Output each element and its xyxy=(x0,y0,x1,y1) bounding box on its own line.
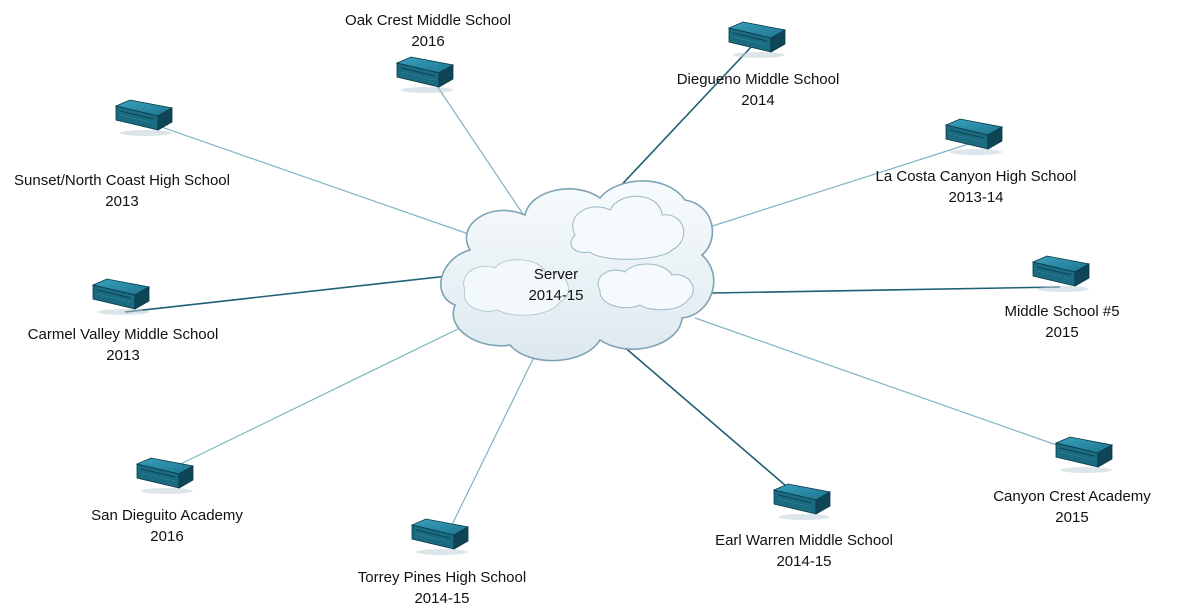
server-device-icon-sunset-north-coast xyxy=(115,99,173,137)
site-year: 2014 xyxy=(741,92,775,109)
site-label-middle-school-5: Middle School #5 2015 xyxy=(1004,301,1119,343)
link-la-costa-canyon xyxy=(699,141,976,231)
server-device-icon-torrey-pines xyxy=(411,518,469,556)
site-year: 2013-14 xyxy=(948,189,1004,206)
link-earl-warren xyxy=(621,344,801,499)
server-device-icon-canyon-crest xyxy=(1055,436,1113,474)
site-name: Diegueno Middle School xyxy=(676,71,840,88)
site-label-san-dieguito: San Dieguito Academy 2016 xyxy=(91,505,243,547)
site-name: San Dieguito Academy xyxy=(91,507,243,524)
site-label-diegueno: Diegueno Middle School 2014 xyxy=(677,69,840,111)
server-year: 2014-15 xyxy=(528,287,584,304)
server-device-icon-oak-crest xyxy=(396,56,454,94)
site-name: Canyon Crest Academy xyxy=(993,488,1151,505)
site-year: 2016 xyxy=(411,33,445,50)
server-device-icon-la-costa-canyon xyxy=(945,118,1003,156)
server-device-icon-earl-warren xyxy=(773,483,831,521)
server-name: Server xyxy=(533,266,579,283)
site-year: 2013 xyxy=(105,193,139,210)
site-label-oak-crest: Oak Crest Middle School 2016 xyxy=(345,10,511,52)
link-carmel-valley xyxy=(124,275,449,313)
site-name: Sunset/North Coast High School xyxy=(14,172,230,189)
site-label-torrey-pines: Torrey Pines High School 2014-15 xyxy=(358,567,526,606)
site-year: 2014-15 xyxy=(776,553,832,570)
link-diegueno xyxy=(611,45,753,196)
link-oak-crest xyxy=(436,85,536,233)
site-name: Middle School #5 xyxy=(1004,303,1120,320)
site-label-earl-warren: Earl Warren Middle School 2014-15 xyxy=(715,530,893,572)
links xyxy=(124,45,1086,538)
site-label-canyon-crest: Canyon Crest Academy 2015 xyxy=(993,486,1151,528)
site-name: Oak Crest Middle School xyxy=(345,12,511,29)
site-year: 2015 xyxy=(1055,509,1089,526)
site-label-carmel-valley: Carmel Valley Middle School 2013 xyxy=(28,324,219,366)
link-torrey-pines xyxy=(445,354,536,538)
server-cloud-icon xyxy=(440,180,715,362)
site-year: 2016 xyxy=(150,528,184,545)
site-name: Carmel Valley Middle School xyxy=(27,326,219,343)
link-middle-school-5 xyxy=(711,286,1061,294)
site-label-la-costa-canyon: La Costa Canyon High School 2013-14 xyxy=(876,166,1077,208)
site-name: Torrey Pines High School xyxy=(357,569,527,586)
link-sunset-north-coast xyxy=(149,122,481,239)
server-device-icon-san-dieguito xyxy=(136,457,194,495)
site-year: 2013 xyxy=(106,347,140,364)
site-name: La Costa Canyon High School xyxy=(875,168,1077,185)
server-device-icon-diegueno xyxy=(728,21,786,59)
site-name: Earl Warren Middle School xyxy=(715,532,893,549)
link-canyon-crest xyxy=(694,317,1086,456)
link-san-dieguito xyxy=(159,326,463,475)
site-year: 2015 xyxy=(1045,324,1079,341)
server-label: Server 2014-15 xyxy=(528,264,583,306)
site-label-sunset-north-coast: Sunset/North Coast High School 2013 xyxy=(14,170,230,212)
site-year: 2014-15 xyxy=(414,590,470,606)
